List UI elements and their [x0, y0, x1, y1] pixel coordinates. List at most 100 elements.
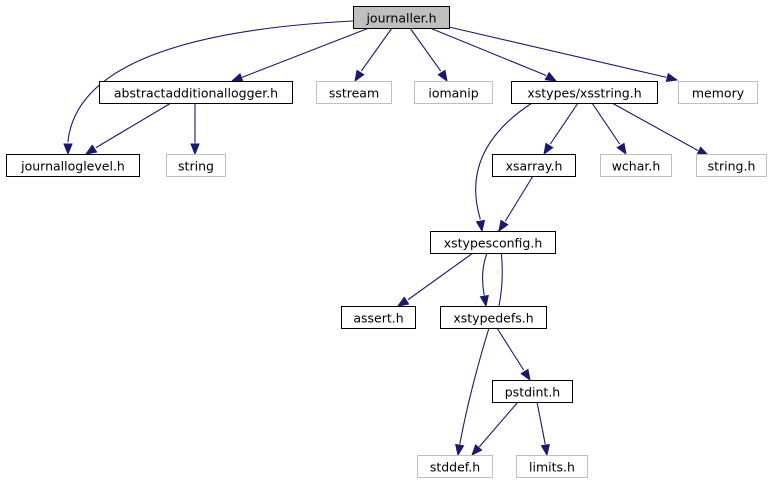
edge-xstypesconfig-to-xstypedefs	[479, 252, 489, 308]
node-label: iomanip	[428, 86, 478, 101]
node-xsarray[interactable]: xsarray.h	[492, 154, 576, 177]
node-label: wchar.h	[612, 159, 661, 174]
node-sstream: sstream	[316, 81, 392, 104]
node-label: xstypesconfig.h	[444, 236, 543, 251]
arrowhead-icon	[63, 143, 73, 156]
node-xsstring[interactable]: xstypes/xsstring.h	[511, 81, 658, 104]
arrowhead-icon	[540, 443, 550, 457]
arrowhead-icon	[354, 69, 365, 83]
node-box	[6, 154, 140, 177]
node-box	[492, 154, 576, 177]
node-box	[600, 154, 672, 177]
node-box	[353, 6, 450, 29]
node-label: stddef.h	[430, 460, 480, 475]
edge-xsstring-to-xstypesconfig	[475, 102, 533, 233]
arrowhead-icon	[616, 142, 627, 156]
node-box	[516, 455, 588, 478]
edge-abstract-to-journalloglevel	[84, 102, 172, 155]
node-label: xstypes/xsstring.h	[527, 86, 641, 101]
arrowhead-icon	[230, 72, 244, 82]
edge-xsstring-to-wchar	[591, 102, 627, 156]
edge-line	[481, 252, 488, 296]
edge-journaller-to-iomanip	[409, 27, 448, 83]
node-wchar: wchar.h	[600, 154, 672, 177]
edge-journaller-to-journalloglevel	[63, 20, 354, 156]
node-box	[511, 81, 658, 104]
node-label: sstream	[329, 86, 379, 101]
arrowhead-icon	[475, 219, 486, 233]
edge-line	[241, 27, 370, 78]
arrowhead-icon	[455, 443, 465, 457]
edge-line	[95, 102, 172, 149]
node-label: abstractadditionallogger.h	[114, 86, 278, 101]
edge-line	[67, 20, 354, 143]
node-label: xsarray.h	[506, 159, 563, 174]
edge-line	[611, 102, 699, 152]
edge-abstract-to-string	[190, 103, 200, 156]
node-box	[492, 380, 573, 403]
arrowhead-icon	[190, 143, 200, 156]
node-label: journalloglevel.h	[20, 159, 125, 174]
node-label: string	[178, 159, 214, 174]
arrowhead-icon	[479, 294, 489, 308]
edge-line	[478, 401, 519, 448]
node-box	[341, 306, 416, 329]
node-assert[interactable]: assert.h	[341, 306, 416, 329]
arrowhead-icon	[520, 368, 531, 382]
arrowhead-icon	[696, 146, 710, 156]
node-label: pstdint.h	[505, 385, 560, 400]
node-label: assert.h	[353, 311, 403, 326]
node-abstract[interactable]: abstractadditionallogger.h	[99, 81, 293, 104]
node-xstypedefs[interactable]: xstypedefs.h	[440, 306, 547, 329]
arrowhead-icon	[498, 219, 509, 233]
edge-line	[475, 102, 533, 220]
node-box	[414, 81, 493, 104]
edge-line	[407, 252, 474, 301]
arrowhead-icon	[543, 142, 554, 156]
node-box	[316, 81, 392, 104]
node-stringh: string.h	[696, 154, 767, 177]
edge-journaller-to-memory	[448, 26, 679, 83]
edge-pstdint-to-stddef	[471, 401, 519, 457]
arrowhead-icon	[544, 71, 558, 82]
node-label: limits.h	[529, 460, 575, 475]
edge-xstypedefs-to-stddef	[455, 327, 490, 457]
node-label: journaller.h	[365, 11, 436, 26]
node-label: memory	[692, 86, 745, 101]
node-memory: memory	[678, 81, 758, 104]
node-journalloglevel[interactable]: journalloglevel.h	[6, 154, 140, 177]
edge-journaller-to-xsstring	[429, 27, 558, 82]
node-pstdint[interactable]: pstdint.h	[492, 380, 573, 403]
arrowhead-icon	[396, 296, 410, 307]
edge-line	[429, 27, 547, 77]
node-xstypesconfig[interactable]: xstypesconfig.h	[430, 231, 556, 254]
edge-line	[549, 102, 579, 145]
arrowhead-icon	[437, 69, 448, 83]
node-box	[696, 154, 767, 177]
edge-xsstring-to-stringh	[611, 102, 710, 156]
edge-line	[591, 102, 621, 145]
node-box	[678, 81, 758, 104]
edge-xstypesconfig-to-assert	[396, 252, 474, 307]
arrowhead-icon	[471, 444, 483, 457]
node-label: string.h	[708, 159, 756, 174]
edge-line	[496, 327, 525, 371]
arrowhead-icon	[665, 72, 679, 83]
edges-layer	[63, 20, 710, 457]
node-string: string	[166, 154, 226, 177]
node-journaller[interactable]: journaller.h	[353, 6, 450, 29]
edge-line	[536, 401, 546, 445]
node-box	[99, 81, 293, 104]
node-box	[166, 154, 226, 177]
edge-xsarray-to-xstypesconfig	[498, 175, 534, 233]
arrowhead-icon	[84, 144, 98, 155]
edge-xsstring-to-xsarray	[543, 102, 579, 156]
node-box	[430, 231, 556, 254]
edge-journaller-to-abstract	[230, 27, 370, 82]
edge-line	[459, 327, 490, 445]
node-iomanip: iomanip	[414, 81, 493, 104]
edge-line	[409, 27, 442, 72]
edge-xstypedefs-to-pstdint	[496, 327, 531, 382]
edge-line	[360, 27, 393, 72]
